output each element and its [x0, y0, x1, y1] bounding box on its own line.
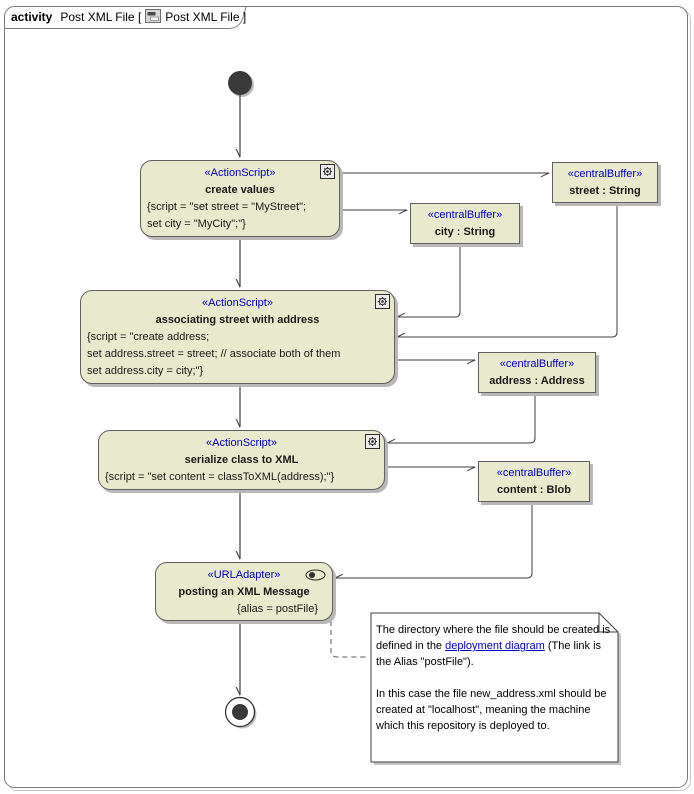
note-text-segment: (The link is the Alias "postFile").	[376, 640, 602, 668]
stereotype-label: «centralBuffer»	[496, 467, 572, 479]
script-line: set city = "MyCity";"}	[147, 218, 246, 230]
frame-title-left: Post XML File [	[60, 9, 142, 24]
buffer-city[interactable]: «centralBuffer» city : String	[410, 203, 520, 244]
action-name: serialize class to XML	[184, 454, 299, 466]
buffer-address[interactable]: «centralBuffer» address : Address	[478, 352, 596, 393]
action-serialize-xml[interactable]: «ActionScript» serialize class to XML {s…	[98, 430, 385, 490]
stereotype-label: «ActionScript»	[202, 297, 273, 309]
gear-icon	[320, 164, 335, 182]
deployment-diagram-link[interactable]: deployment diagram	[445, 640, 545, 652]
flow-city-to-associating[interactable]	[397, 244, 461, 318]
action-name: posting an XML Message	[178, 586, 310, 598]
script-line: set address.street = street; // associat…	[87, 348, 341, 360]
script-line: {script = "set street = "MyStreet";	[147, 201, 307, 213]
action-associating-street[interactable]: «ActionScript» associating street with a…	[80, 290, 395, 384]
buffer-content[interactable]: «centralBuffer» content : Blob	[478, 461, 590, 502]
flow-address-to-serialize[interactable]	[387, 393, 536, 444]
note-anchor-line	[330, 621, 369, 658]
buffer-street[interactable]: «centralBuffer» street : String	[552, 162, 658, 203]
frame-title-right: Post XML File ]	[165, 9, 247, 24]
action-posting-xml-message[interactable]: «URLAdapter» posting an XML Message {ali…	[155, 562, 333, 621]
stereotype-label: «URLAdapter»	[207, 569, 281, 581]
final-node-core	[232, 704, 248, 720]
action-name: create values	[205, 184, 275, 196]
note-fold-corner	[598, 613, 618, 633]
flow-street-to-associating[interactable]	[397, 203, 618, 338]
script-line: {alias = postFile}	[236, 603, 318, 615]
note[interactable]: The directory where the file should be c…	[371, 613, 618, 734]
buffer-name: content : Blob	[497, 484, 571, 496]
flow-content-to-posting[interactable]	[335, 502, 533, 579]
buffer-name: address : Address	[489, 375, 585, 387]
stereotype-label: «centralBuffer»	[427, 209, 503, 221]
gear-icon	[375, 294, 390, 312]
stereotype-label: «ActionScript»	[204, 167, 276, 179]
script-line: {script = "set content = classToXML(addr…	[105, 471, 335, 483]
frame-keyword: activity	[11, 9, 53, 24]
stereotype-label: «centralBuffer»	[499, 358, 575, 370]
stereotype-label: «centralBuffer»	[567, 168, 643, 180]
adapter-icon	[305, 569, 326, 584]
script-line: set address.city = city;"}	[87, 365, 204, 377]
initial-node[interactable]	[228, 71, 252, 95]
action-create-values[interactable]: «ActionScript» create values {script = "…	[140, 160, 340, 237]
activity-diagram-icon	[145, 9, 162, 24]
note-text-segment: The directory where the file should be c…	[376, 624, 611, 652]
buffer-name: street : String	[569, 185, 641, 197]
note-paragraph-2: In this case the file new_address.xml sh…	[376, 688, 607, 732]
gear-icon	[365, 434, 380, 452]
stereotype-label: «ActionScript»	[206, 437, 277, 449]
action-name: associating street with address	[155, 314, 320, 326]
frame-title-tab	[4, 6, 247, 29]
buffer-name: city : String	[434, 226, 496, 238]
note-paragraph-1: The directory where the file should be c…	[376, 622, 614, 670]
frame-title: activity Post XML File [ Post XML File ]	[11, 9, 246, 24]
note-shape[interactable]	[370, 612, 619, 763]
script-line: {script = "create address;	[87, 331, 210, 343]
